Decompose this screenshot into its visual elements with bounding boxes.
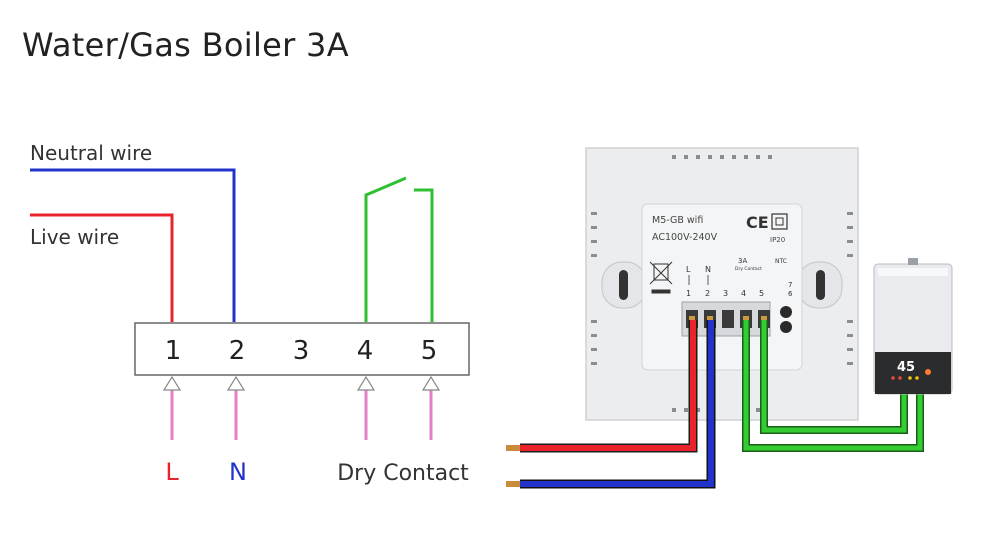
terminal-letter-n: N — [705, 265, 711, 274]
dry-contact-wire-right — [414, 188, 434, 322]
schematic: Neutral wire Live wire 1 2 3 4 5 L N Dry… — [30, 141, 470, 486]
device-wires — [506, 320, 924, 489]
thermostat-back: M5-GB wifi AC100V-240V CE IP20 L N 3A Dr… — [585, 147, 859, 421]
live-terminal-label: L — [165, 458, 179, 486]
neutral-wire-label: Neutral wire — [30, 141, 152, 165]
terminal-block — [134, 322, 470, 376]
input-arrow-dry-contact-5 — [421, 375, 441, 440]
terminal-number: 3 — [293, 336, 310, 366]
terminal-number: 4 — [357, 336, 374, 366]
live-wire-label: Live wire — [30, 225, 119, 249]
terminal-number: 2 — [229, 336, 246, 366]
ntc-label: NTC — [775, 258, 787, 265]
dry-contact-label: Dry Contact — [337, 461, 469, 486]
ntc-number: 7 — [788, 281, 792, 289]
terminal-letter-l: L — [686, 265, 691, 274]
boiler-display: 45 — [897, 360, 915, 375]
ce-mark: CE — [746, 213, 769, 232]
ntc-number: 6 — [788, 290, 793, 298]
device-model: M5-GB wifi — [652, 215, 703, 226]
input-arrow-n — [226, 375, 246, 440]
neutral-wire-line — [30, 168, 236, 322]
dry-contact-wire-left — [364, 176, 407, 322]
input-arrow-dry-contact-4 — [356, 375, 376, 440]
neutral-terminal-label: N — [229, 458, 247, 486]
relay-rating: 3A — [738, 257, 747, 265]
weee-bin-icon — [649, 261, 673, 294]
device-terminal-number: 2 — [705, 289, 710, 298]
live-wire-line — [30, 213, 174, 322]
device-terminal-number: 5 — [759, 289, 764, 298]
device-terminal-number: 1 — [686, 289, 691, 298]
device-terminal-number: 3 — [723, 289, 728, 298]
input-arrow-l — [162, 375, 182, 440]
terminal-number: 5 — [421, 336, 438, 366]
device-voltage: AC100V-240V — [652, 232, 718, 243]
terminal-number: 1 — [165, 336, 182, 366]
gas-boiler: 45 — [873, 258, 953, 395]
ip-rating: IP20 — [770, 236, 785, 244]
relay-caption: Dry Contact — [735, 266, 762, 272]
device-terminal-number: 4 — [741, 289, 746, 298]
page-title: Water/Gas Boiler 3A — [22, 26, 349, 64]
